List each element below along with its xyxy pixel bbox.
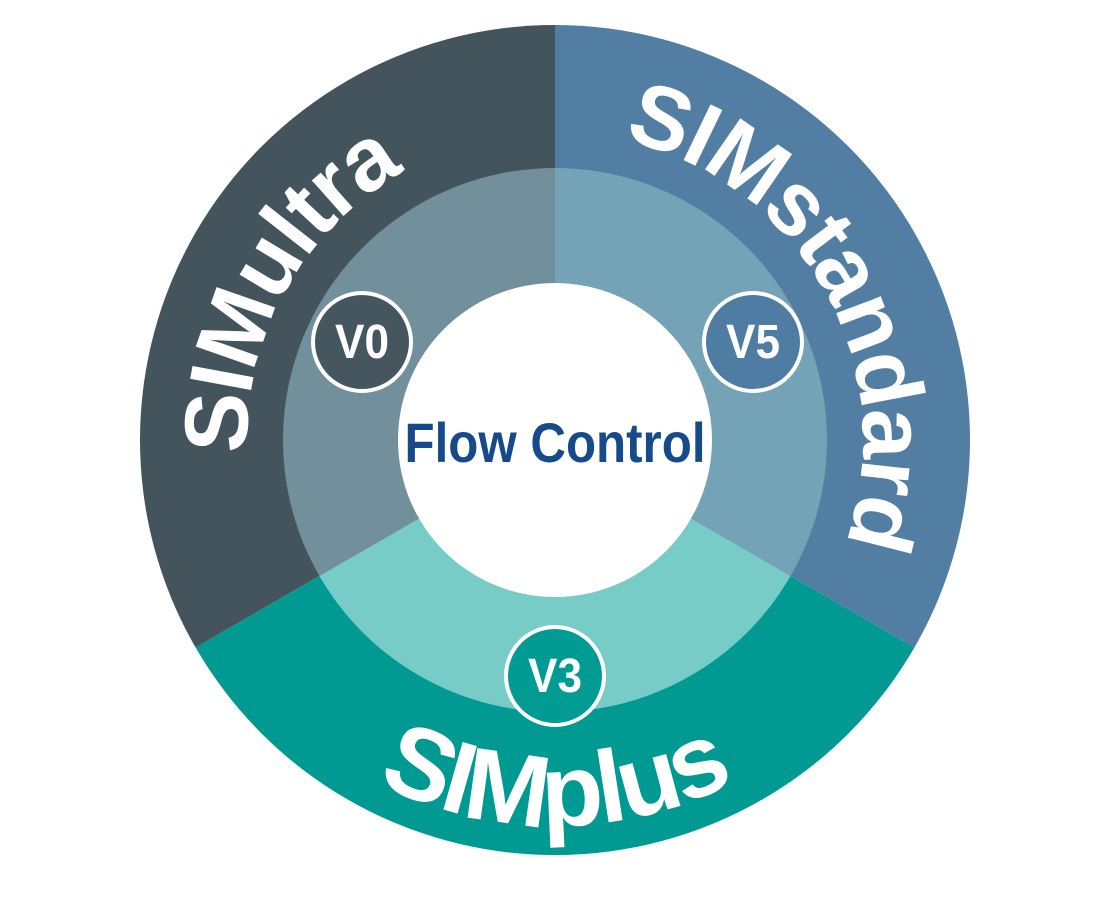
center-hub-circle — [398, 283, 712, 597]
badge-v3-circle — [504, 625, 606, 727]
badge-v0-circle — [311, 291, 413, 393]
badge-v5: V5 — [702, 291, 804, 393]
badge-v3: V3 — [504, 625, 606, 727]
badge-v0: V0 — [311, 291, 413, 393]
center-title: Flow Control — [404, 412, 705, 475]
badge-v0-label: V0 — [335, 314, 389, 368]
badge-v3-label: V3 — [528, 648, 582, 702]
badge-v5-label: V5 — [726, 314, 780, 368]
badge-v5-circle — [702, 291, 804, 393]
